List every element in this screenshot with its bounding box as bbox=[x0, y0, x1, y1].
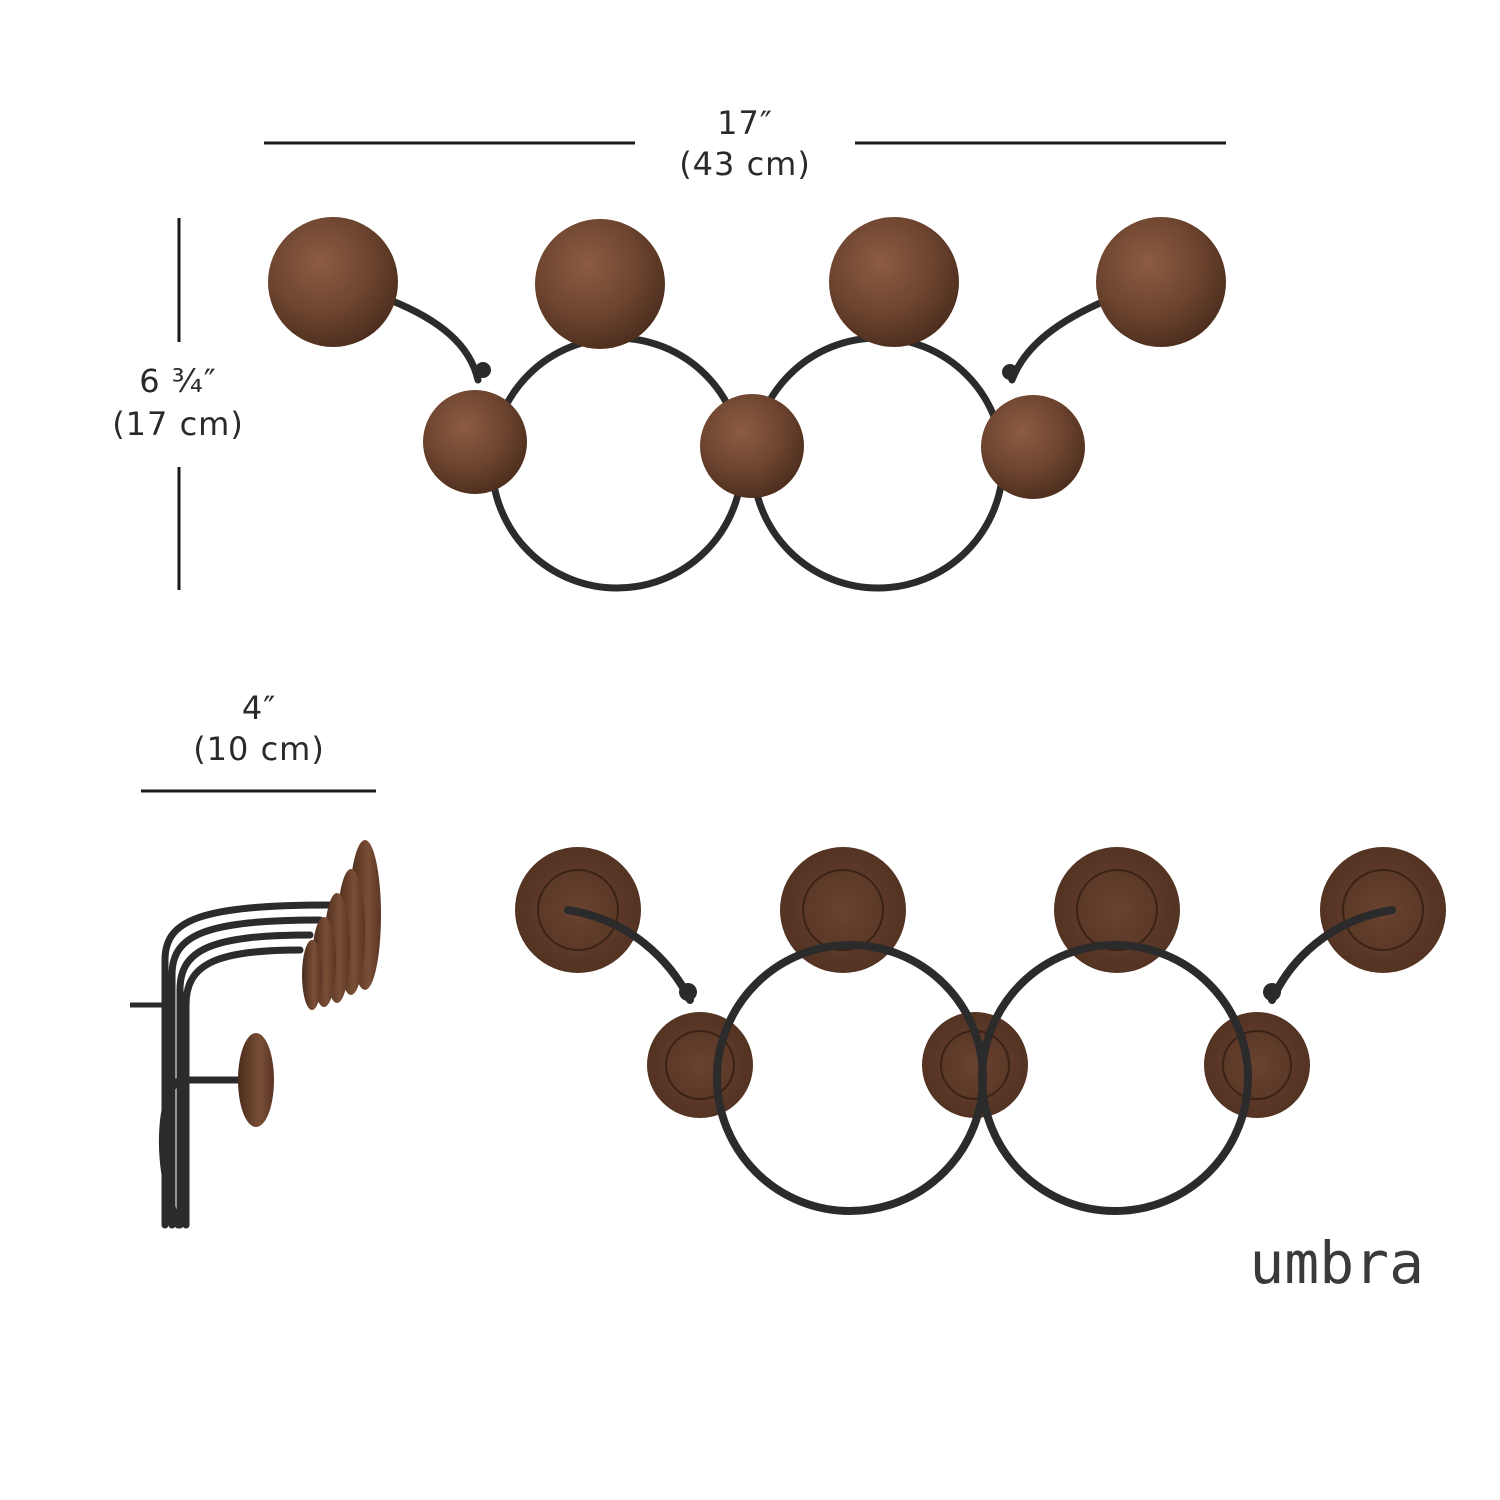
back-disk-bottom-2 bbox=[922, 1012, 1028, 1118]
width-imperial-label: 17″ bbox=[717, 104, 773, 142]
back-small-disks bbox=[647, 1012, 1310, 1118]
height-imperial-label: 6 ¾″ bbox=[139, 362, 217, 400]
depth-imperial-label: 4″ bbox=[242, 689, 276, 727]
side-wood-disks bbox=[238, 840, 381, 1127]
back-anchor-left bbox=[679, 983, 697, 1001]
back-disk-bottom-3 bbox=[1204, 1012, 1310, 1118]
front-knob-bottom-2 bbox=[700, 394, 804, 498]
width-dimension: 17″ (43 cm) bbox=[264, 104, 1226, 183]
side-disk-6 bbox=[238, 1033, 274, 1127]
front-small-knobs bbox=[423, 390, 1085, 499]
back-metal-frame bbox=[564, 906, 1396, 1215]
back-disk-bottom-1 bbox=[647, 1012, 753, 1118]
front-knob-top-1 bbox=[268, 217, 398, 347]
back-view bbox=[515, 847, 1446, 1215]
front-knob-top-3 bbox=[829, 217, 959, 347]
width-metric-label: (43 cm) bbox=[679, 145, 811, 183]
side-view bbox=[130, 840, 381, 1229]
front-knob-top-4 bbox=[1096, 217, 1226, 347]
height-metric-label: (17 cm) bbox=[112, 405, 244, 443]
side-screw bbox=[130, 995, 175, 1015]
front-knob-bottom-3 bbox=[981, 395, 1085, 499]
front-knob-bottom-1 bbox=[423, 390, 527, 494]
front-anchor-left bbox=[475, 362, 491, 378]
side-metal-arcs bbox=[158, 901, 334, 1229]
back-disk-top-2 bbox=[780, 847, 906, 973]
back-disk-top-3 bbox=[1054, 847, 1180, 973]
front-wall-anchors bbox=[475, 362, 1018, 380]
height-dimension: 6 ¾″ (17 cm) bbox=[112, 218, 244, 590]
depth-metric-label: (10 cm) bbox=[193, 730, 325, 768]
front-large-knobs bbox=[268, 217, 1226, 349]
front-view bbox=[268, 217, 1226, 592]
front-knob-top-2 bbox=[535, 219, 665, 349]
side-disk-5 bbox=[302, 940, 322, 1010]
back-anchor-right bbox=[1263, 983, 1281, 1001]
depth-dimension: 4″ (10 cm) bbox=[141, 689, 376, 793]
back-wall-anchors bbox=[679, 983, 1281, 1001]
brand-logo: umbra bbox=[1249, 1229, 1424, 1297]
front-anchor-right bbox=[1002, 364, 1018, 380]
